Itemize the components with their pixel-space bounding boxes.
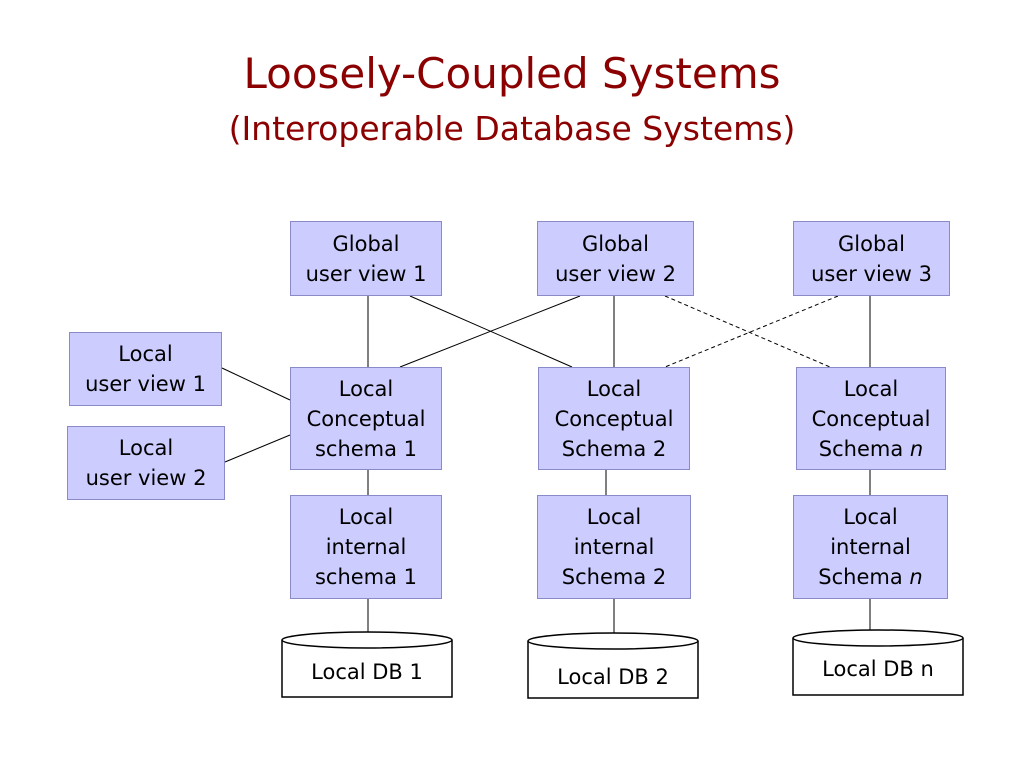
- internal-1-line2: internal: [325, 535, 407, 559]
- global-user-view-1: Global user view 1: [290, 221, 442, 296]
- conceptual-1-line3: schema 1: [314, 436, 418, 461]
- conceptual-1-line2: Conceptual: [306, 406, 426, 431]
- local-internal-schema-2: Local internal Schema 2: [537, 495, 691, 599]
- local-internal-schema-n: Local internal Schema n: [793, 495, 948, 599]
- local-conceptual-schema-2: Local Conceptual Schema 2: [538, 367, 690, 470]
- slide-title: Loosely-Coupled Systems: [243, 49, 781, 98]
- global-user-view-1-line2: user view 1: [305, 261, 427, 286]
- local-user-view-2-line2: user view 2: [85, 466, 207, 490]
- local-user-view-1-line1: Local: [118, 342, 173, 366]
- internal-n-line1: Local: [843, 505, 898, 529]
- local-db-2-label: Local DB 2: [557, 665, 669, 689]
- global-user-view-3: Global user view 3: [793, 221, 950, 296]
- internal-1-line1: Local: [338, 505, 394, 529]
- conceptual-2-line2: Conceptual: [554, 406, 674, 431]
- internal-2-line3: Schema 2: [561, 565, 667, 589]
- local-db-1-label: Local DB 1: [311, 660, 423, 684]
- local-user-view-1: Local user view 1: [69, 332, 222, 406]
- local-conceptual-schema-1: Local Conceptual schema 1: [290, 367, 442, 470]
- database-cylinder-1: [281, 631, 453, 698]
- connector-gv3-cs2-dashed: [664, 295, 839, 368]
- local-user-view-1-line2: user view 1: [85, 372, 206, 396]
- internal-2-line1: Local: [586, 505, 642, 529]
- local-user-view-2: Local user view 2: [67, 426, 225, 500]
- global-user-view-2-line1: Global: [582, 231, 649, 256]
- local-db-n-label: Local DB n: [822, 657, 934, 681]
- global-user-view-3-line1: Global: [838, 231, 905, 256]
- global-user-view-2-line2: user view 2: [555, 261, 676, 286]
- database-cylinder-2: [527, 632, 699, 699]
- internal-1-line3: schema 1: [314, 565, 418, 589]
- conceptual-2-line3: Schema 2: [561, 436, 667, 461]
- local-internal-schema-1: Local internal schema 1: [290, 495, 442, 599]
- internal-n-line2: internal: [830, 535, 911, 559]
- global-user-view-1-line1: Global: [332, 231, 400, 256]
- connector-lv1-cs1: [221, 367, 291, 401]
- conceptual-2-line1: Local: [586, 376, 642, 401]
- conceptual-n-line2: Conceptual: [811, 406, 931, 431]
- slide-subtitle: (Interoperable Database Systems): [228, 109, 796, 148]
- conceptual-n-line3: Schema n: [818, 436, 924, 461]
- local-user-view-2-line1: Local: [118, 436, 174, 460]
- internal-2-line2: internal: [573, 535, 655, 559]
- database-cylinder-n: [792, 629, 964, 696]
- conceptual-n-line1: Local: [843, 376, 899, 401]
- connector-lv2-cs1: [224, 434, 291, 463]
- connector-gv2-cs1: [399, 295, 581, 368]
- conceptual-1-line1: Local: [338, 376, 394, 401]
- local-conceptual-schema-n: Local Conceptual Schema n: [796, 367, 946, 470]
- global-user-view-2: Global user view 2: [537, 221, 694, 296]
- connector-gv2-csn-dashed: [664, 295, 831, 368]
- global-user-view-3-line2: user view 3: [811, 261, 932, 286]
- internal-n-line3: Schema n: [818, 565, 923, 589]
